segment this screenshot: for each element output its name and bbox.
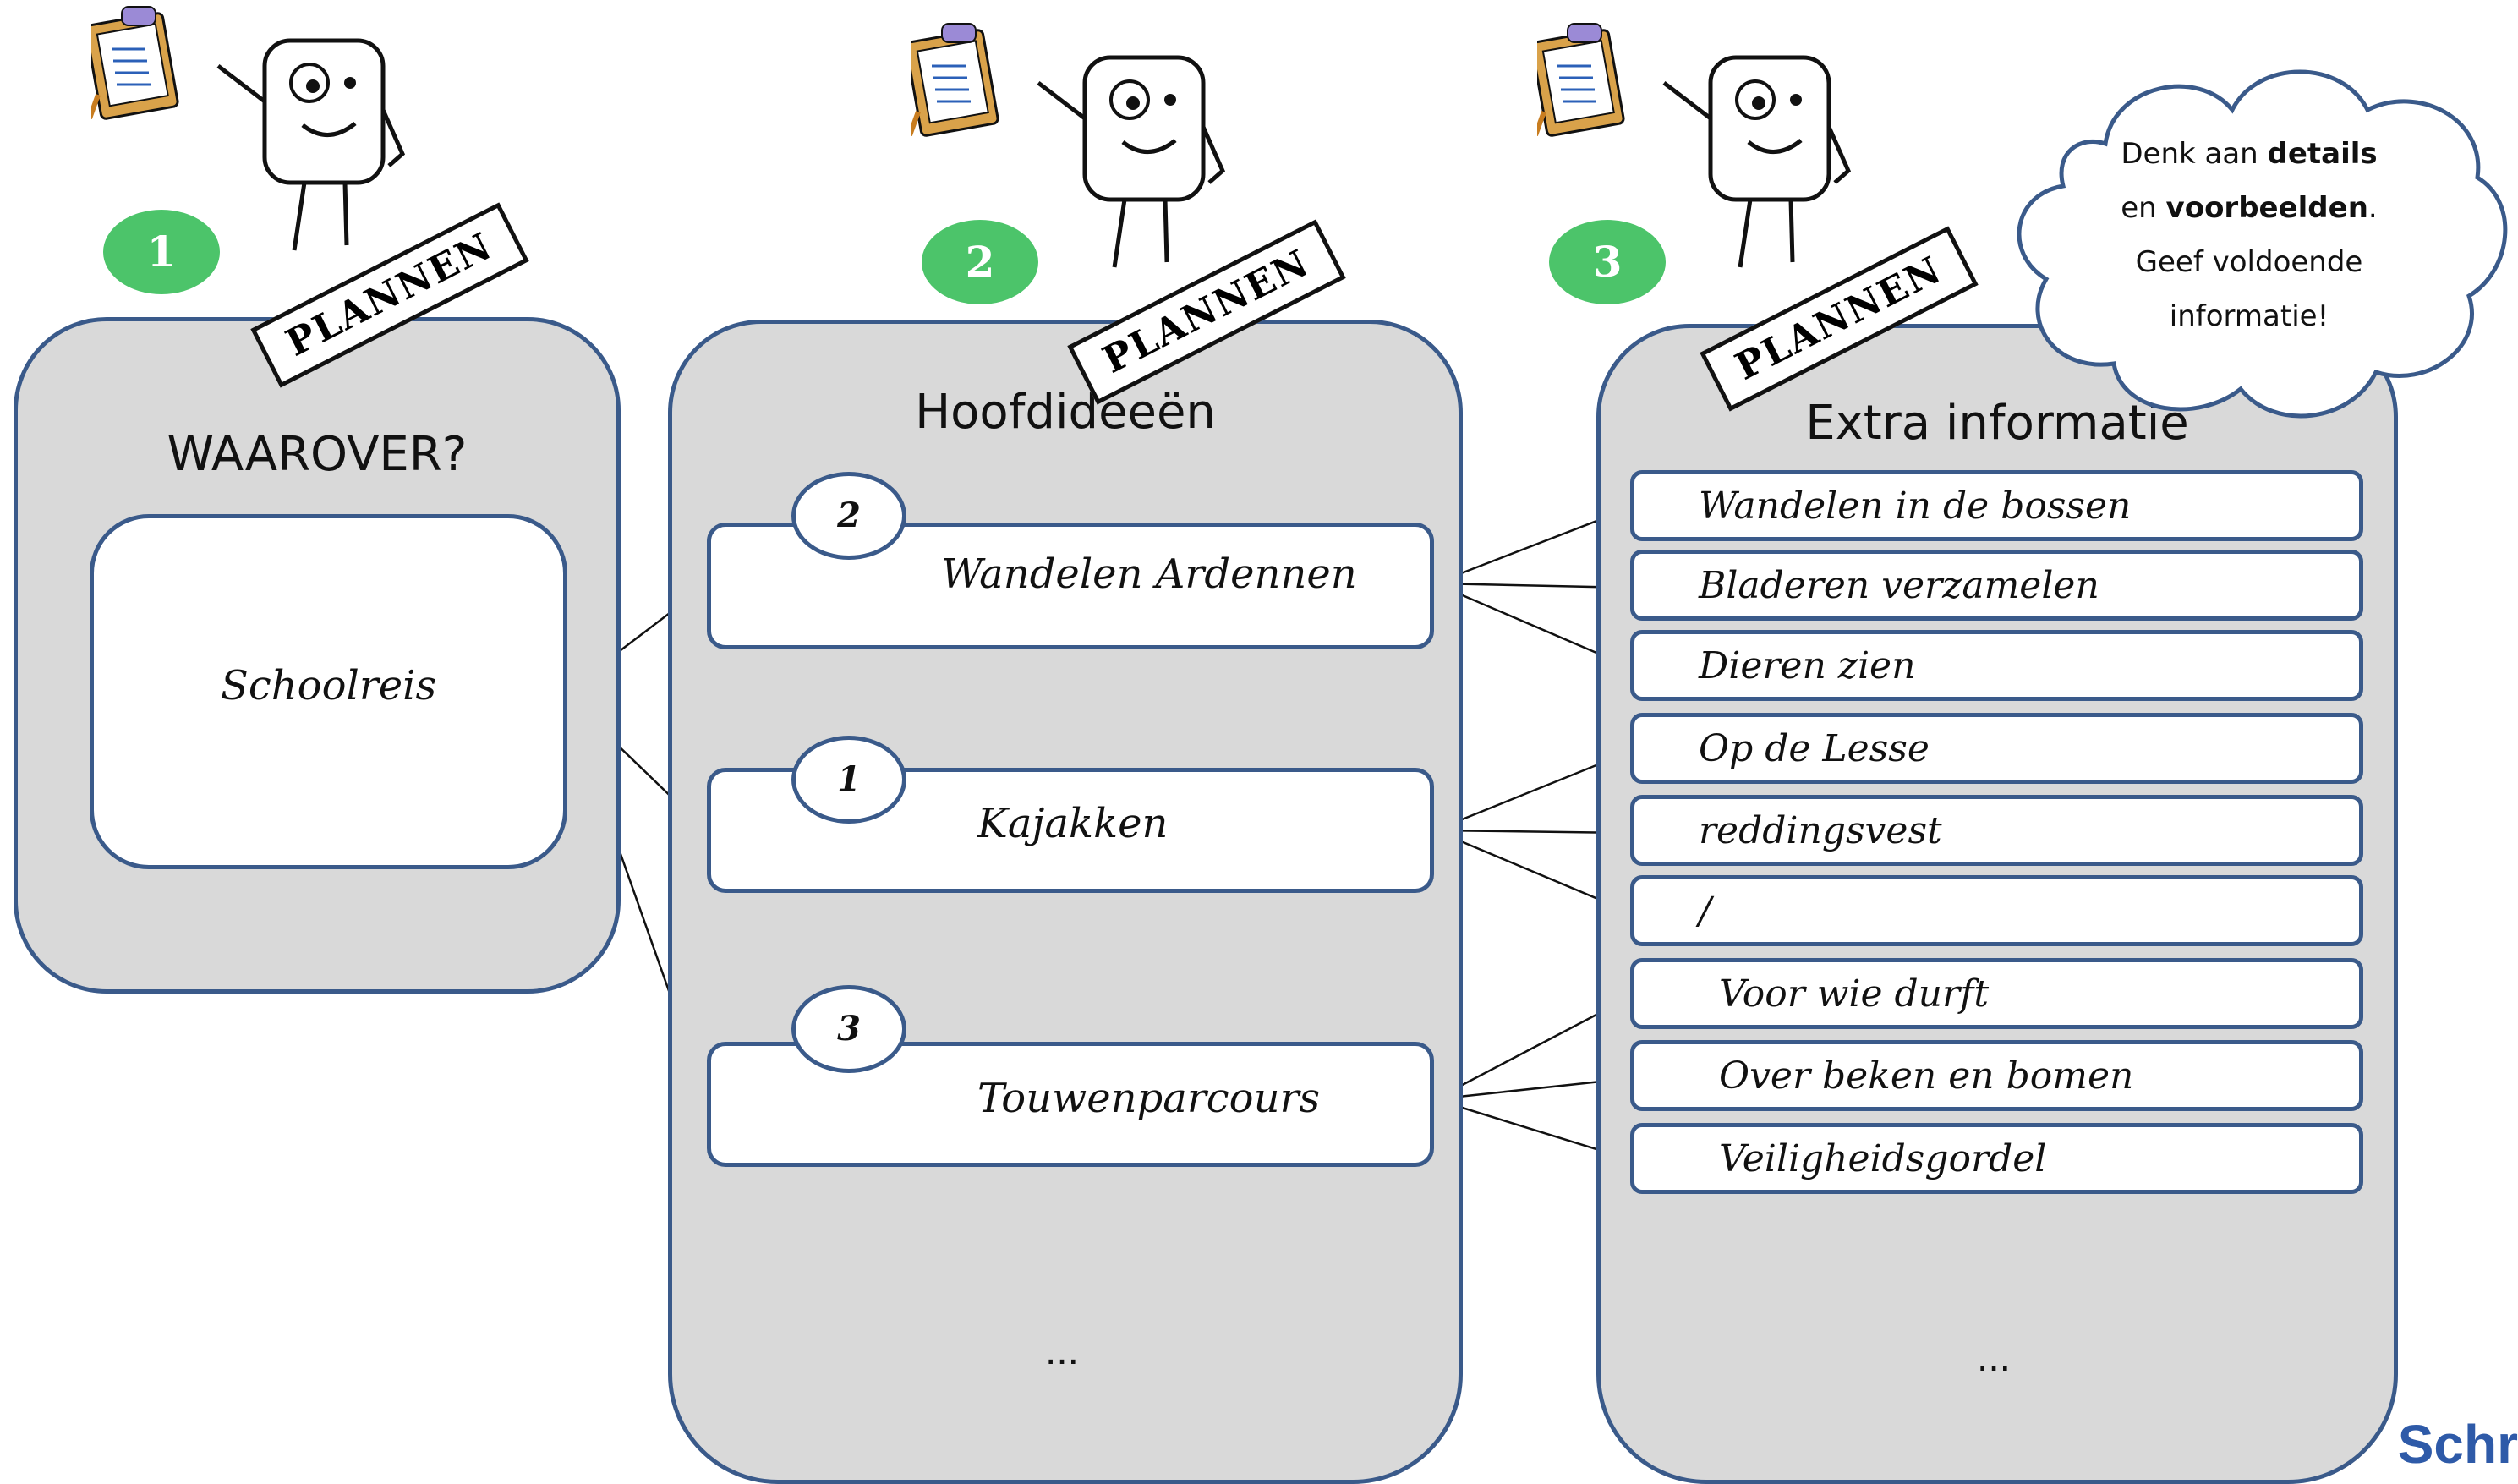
idea-number: 2 bbox=[791, 472, 906, 560]
idea-label: Kajakken bbox=[977, 800, 1169, 847]
cloud-text: Denk aan details en voorbeelden. Geef vo… bbox=[2029, 127, 2469, 343]
extra-item: Wandelen in de bossen bbox=[1630, 470, 2363, 541]
idea-box: Touwenparcours bbox=[707, 1042, 1434, 1167]
cloud-bold: details bbox=[2267, 137, 2378, 171]
panel-title: Extra informatie bbox=[1805, 396, 2189, 451]
extra-item: Voor wie durft bbox=[1630, 958, 2363, 1029]
planner-character-icon bbox=[911, 23, 1226, 268]
extra-item-label: reddingsvest bbox=[1699, 809, 1942, 852]
idea-number: 3 bbox=[791, 985, 906, 1073]
topic-label: Schoolreis bbox=[221, 662, 437, 709]
extra-item: Over beken en bomen bbox=[1630, 1040, 2363, 1111]
extra-item: Bladeren verzamelen bbox=[1630, 550, 2363, 621]
step-badge: 2 bbox=[922, 220, 1038, 304]
panel-title: Hoofdideeën bbox=[915, 385, 1216, 440]
extra-item: / bbox=[1630, 875, 2363, 946]
ideas-more: ... bbox=[1045, 1328, 1080, 1373]
extra-more: ... bbox=[1977, 1335, 2012, 1380]
idea-number: 1 bbox=[791, 736, 906, 824]
cloud-line: Geef voldoende bbox=[2135, 245, 2363, 279]
extra-item-label: Voor wie durft bbox=[1719, 972, 1989, 1016]
panel-title: WAAROVER? bbox=[167, 427, 468, 482]
extra-item-label: Over beken en bomen bbox=[1719, 1054, 2134, 1098]
topic-box: Schoolreis bbox=[90, 514, 567, 869]
idea-box: Wandelen Ardennen bbox=[707, 523, 1434, 649]
extra-item-label: Wandelen in de bossen bbox=[1699, 485, 2132, 528]
extra-item: Dieren zien bbox=[1630, 630, 2363, 701]
cloud-line: . bbox=[2367, 191, 2378, 225]
planner-character-icon bbox=[91, 6, 406, 251]
extra-item-label: Veiligheidsgordel bbox=[1719, 1137, 2047, 1180]
planner-character-icon bbox=[1537, 23, 1852, 268]
corner-text: Schr bbox=[2397, 1414, 2518, 1475]
step-badge: 3 bbox=[1549, 220, 1666, 304]
panel-hoofdideeen: Hoofdideeën bbox=[668, 320, 1463, 1484]
cloud-bold: voorbeelden bbox=[2165, 191, 2368, 225]
extra-item: Op de Lesse bbox=[1630, 713, 2363, 784]
cloud-line: en bbox=[2121, 191, 2166, 225]
step-badge: 1 bbox=[103, 210, 220, 294]
idea-label: Touwenparcours bbox=[977, 1075, 1321, 1122]
cloud-line: informatie! bbox=[2169, 299, 2329, 333]
cloud-line: Denk aan bbox=[2121, 137, 2268, 171]
thought-cloud bbox=[2017, 69, 2508, 419]
extra-item-label: Bladeren verzamelen bbox=[1699, 564, 2099, 607]
idea-label: Wandelen Ardennen bbox=[941, 550, 1357, 598]
extra-item: Veiligheidsgordel bbox=[1630, 1123, 2363, 1194]
extra-item: reddingsvest bbox=[1630, 795, 2363, 866]
extra-item-label: Dieren zien bbox=[1699, 644, 1916, 687]
extra-item-label: Op de Lesse bbox=[1699, 727, 1930, 770]
extra-item-label: / bbox=[1699, 890, 1711, 933]
